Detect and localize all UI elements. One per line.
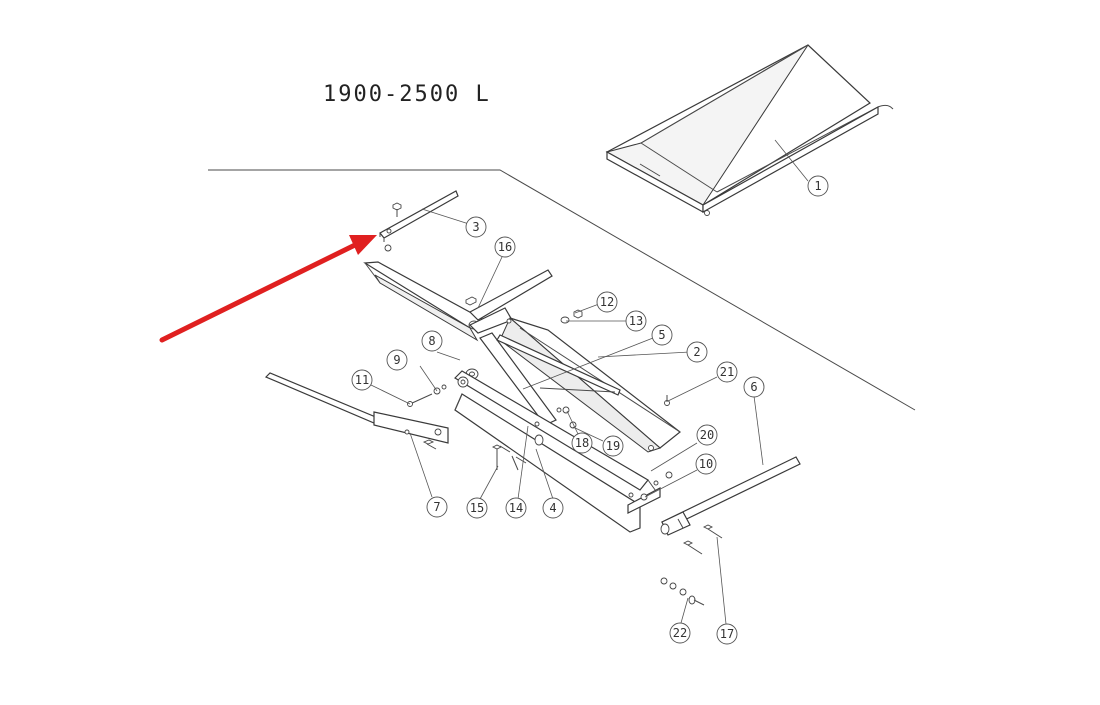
part-bolts-15	[491, 444, 519, 471]
callout-9: 9	[386, 349, 408, 371]
callout-12: 12	[596, 291, 618, 313]
svg-text:19: 19	[606, 439, 620, 453]
part-rail-3	[379, 190, 459, 252]
red-pointer-arrow	[159, 235, 377, 343]
svg-text:14: 14	[509, 501, 523, 515]
svg-text:2: 2	[693, 345, 700, 359]
part-cover	[605, 44, 894, 216]
part-handle-7	[264, 372, 449, 450]
svg-text:20: 20	[700, 428, 714, 442]
part-side-rail-4	[454, 370, 659, 533]
svg-text:15: 15	[470, 501, 484, 515]
svg-text:5: 5	[658, 328, 665, 342]
svg-text:12: 12	[600, 295, 614, 309]
svg-text:10: 10	[699, 457, 713, 471]
callout-17: 17	[716, 623, 738, 645]
part-bracket-10-20	[627, 471, 673, 514]
svg-text:6: 6	[750, 380, 757, 394]
svg-text:21: 21	[720, 365, 734, 379]
svg-text:1: 1	[814, 179, 821, 193]
svg-text:3: 3	[472, 220, 479, 234]
callout-15: 15	[466, 497, 488, 519]
callout-19: 19	[602, 435, 624, 457]
part-tube-6	[660, 456, 801, 536]
svg-text:7: 7	[433, 500, 440, 514]
callout-3: 3	[465, 216, 487, 238]
callout-21: 21	[716, 361, 738, 383]
callout-22: 22	[669, 622, 691, 644]
callout-5: 5	[651, 324, 673, 346]
callout-13: 13	[625, 310, 647, 332]
svg-text:4: 4	[549, 501, 556, 515]
svg-text:17: 17	[720, 627, 734, 641]
part-nut-washer-12-13	[560, 309, 583, 324]
callout-1: 1	[807, 175, 829, 197]
callout-7: 7	[426, 496, 448, 518]
callout-8: 8	[421, 330, 443, 352]
callout-6: 6	[743, 376, 765, 398]
callout-20: 20	[696, 424, 718, 446]
svg-text:11: 11	[355, 373, 369, 387]
callout-4: 4	[542, 497, 564, 519]
part-hardware-17-22	[660, 524, 723, 606]
callout-10: 10	[695, 453, 717, 475]
diagram-title: 1900-2500 L	[323, 82, 491, 107]
svg-text:18: 18	[575, 436, 589, 450]
leader-lines	[370, 139, 809, 625]
svg-text:16: 16	[498, 240, 512, 254]
part-main-frame	[363, 261, 681, 453]
svg-text:13: 13	[629, 314, 643, 328]
callout-14: 14	[505, 497, 527, 519]
svg-text:22: 22	[673, 626, 687, 640]
callout-2: 2	[686, 341, 708, 363]
callout-11: 11	[351, 369, 373, 391]
callout-18: 18	[571, 432, 593, 454]
svg-text:9: 9	[393, 353, 400, 367]
reference-plane-line	[208, 169, 916, 411]
svg-text:8: 8	[428, 334, 435, 348]
callout-16: 16	[494, 236, 516, 258]
